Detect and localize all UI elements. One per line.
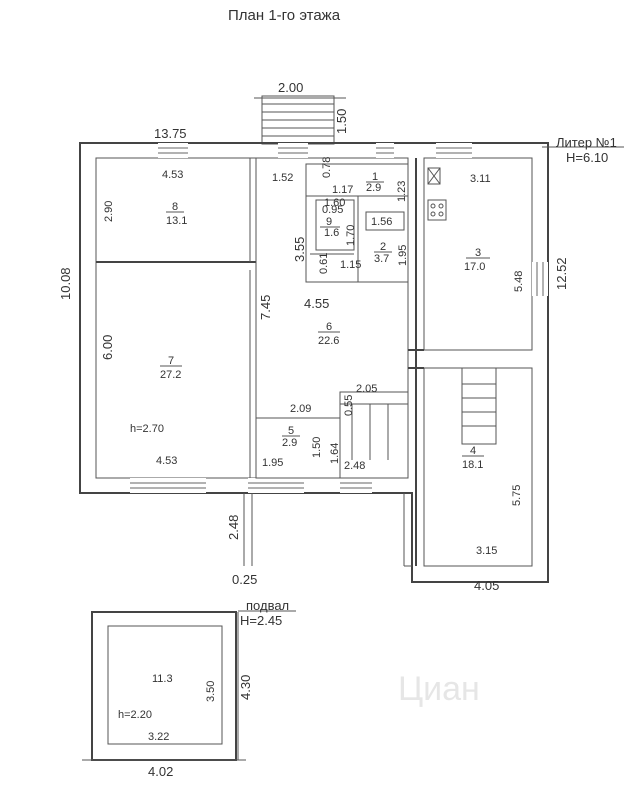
dim-porch-width: 2.00 <box>278 80 303 95</box>
room-labels: 8 13.1 1 2.9 9 1.6 2 3.7 3 17.0 6 22.6 7… <box>160 171 490 471</box>
basement-ceiling: h=2.20 <box>118 709 152 721</box>
porch <box>254 95 346 145</box>
plan-title: План 1-го этажа <box>228 7 341 24</box>
basement-inner-bottom: 3.22 <box>148 731 169 743</box>
dim-top-left: 13.75 <box>154 126 187 141</box>
liter-height: H=6.10 <box>566 150 608 165</box>
dim-room8-top: 4.53 <box>162 169 183 181</box>
dim-123: 1.23 <box>396 181 408 202</box>
dim-right-height: 12.52 <box>554 257 569 290</box>
ext-lines <box>243 493 412 567</box>
dim-117: 1.17 <box>332 184 353 196</box>
outer-walls <box>79 142 549 583</box>
dim-stair-248: 2.48 <box>344 460 365 472</box>
dim-room3-side: 5.48 <box>513 271 525 292</box>
room-number: 9 <box>326 216 332 228</box>
room-area: 18.1 <box>462 459 483 471</box>
partitions <box>96 158 497 479</box>
basement-area: 11.3 <box>152 673 173 685</box>
dim-stair-195: 1.95 <box>262 457 283 469</box>
room-number: 5 <box>288 425 294 437</box>
room-number: 6 <box>326 321 332 333</box>
dim-room7-bottom: 4.53 <box>156 455 177 467</box>
dim-stair-150: 1.50 <box>311 437 323 458</box>
room-number: 8 <box>172 201 178 213</box>
watermark: Циан <box>398 670 480 708</box>
room-number: 2 <box>380 241 386 253</box>
dim-hall-355: 3.55 <box>292 237 307 262</box>
dim-095: 0.95 <box>322 204 343 216</box>
dim-ext-025: 0.25 <box>232 572 257 587</box>
basement-outer-bottom: 4.02 <box>148 764 173 779</box>
dim-156: 1.56 <box>371 216 392 228</box>
dim-left-height: 10.08 <box>58 267 73 300</box>
dim-room8-side: 2.90 <box>103 201 115 222</box>
dim-room7-side: 6.00 <box>100 335 115 360</box>
dim-115: 1.15 <box>340 259 361 271</box>
liter-label: Литер №1 <box>556 135 617 150</box>
dim-stair-055: 0.55 <box>343 395 355 416</box>
room-area: 3.7 <box>374 253 389 265</box>
dim-room3-top: 3.11 <box>470 173 491 185</box>
room-area: 2.9 <box>282 437 297 449</box>
room-area: 1.6 <box>324 227 339 239</box>
room-number: 1 <box>372 171 378 183</box>
dim-160: 1.60 <box>324 197 345 209</box>
room7-ceiling: h=2.70 <box>130 423 164 435</box>
basement-label: подвал <box>246 598 289 613</box>
dim-hall-745: 7.45 <box>258 295 273 320</box>
dim-porch-depth: 1.50 <box>334 109 349 134</box>
basement-plan <box>82 611 246 761</box>
dim-stair-209: 2.09 <box>290 403 311 415</box>
basement-outer-side: 4.30 <box>238 675 253 700</box>
room-area: 17.0 <box>464 261 485 273</box>
dim-ext-248: 2.48 <box>226 515 241 540</box>
room-number: 4 <box>470 445 476 457</box>
windows <box>130 143 548 493</box>
room-number: 7 <box>168 355 174 367</box>
room-area: 22.6 <box>318 335 339 347</box>
room-number: 3 <box>475 247 481 259</box>
dim-hall-455: 4.55 <box>304 296 329 311</box>
room-area: 27.2 <box>160 369 181 381</box>
dim-room4-total: 4.05 <box>474 578 499 593</box>
dim-061: 0.61 <box>318 253 330 274</box>
basement-inner-side: 3.50 <box>205 681 217 702</box>
dim-stair-164: 1.64 <box>329 443 341 464</box>
dim-stair-205: 2.05 <box>356 383 377 395</box>
dim-170: 1.70 <box>345 225 357 246</box>
basement-height: H=2.45 <box>240 613 282 628</box>
dim-hall-top: 1.52 <box>272 172 293 184</box>
dim-room4-bottom: 3.15 <box>476 545 497 557</box>
room-area: 2.9 <box>366 182 381 194</box>
dim-078: 0.78 <box>321 157 333 178</box>
dim-195a: 1.95 <box>397 245 409 266</box>
room-area: 13.1 <box>166 215 187 227</box>
dim-room4-side: 5.75 <box>511 485 523 506</box>
